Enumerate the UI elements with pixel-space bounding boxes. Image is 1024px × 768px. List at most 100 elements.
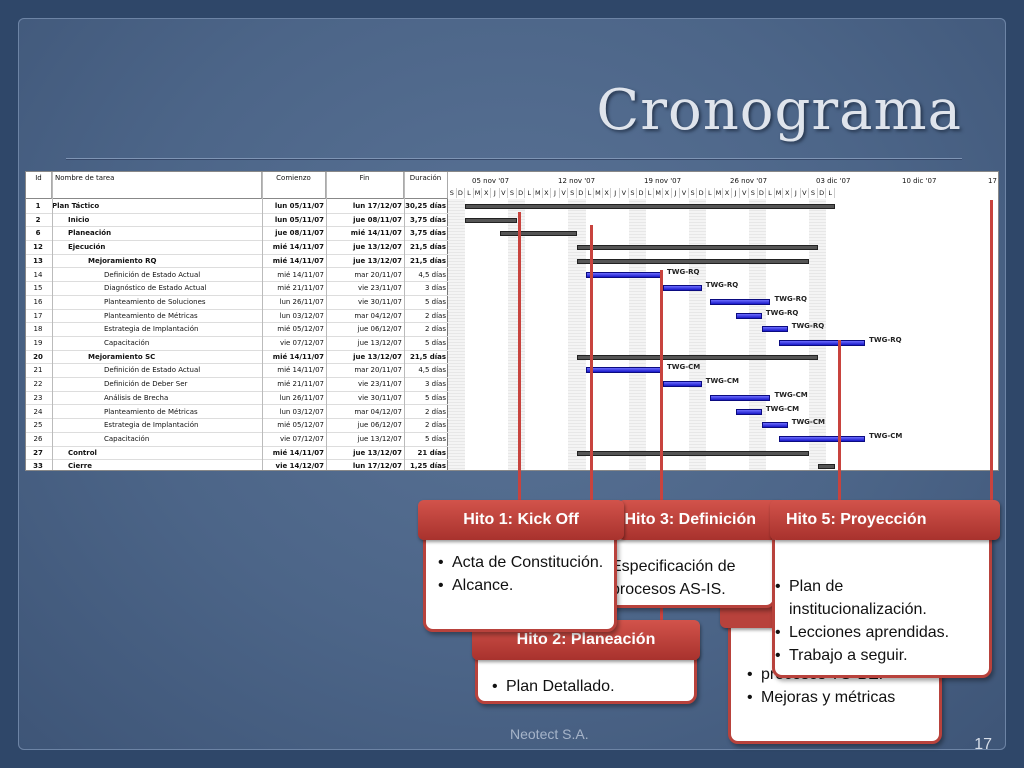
- bar-label: TWG-RQ: [869, 336, 902, 344]
- bar-label: TWG-CM: [869, 431, 903, 440]
- task-bar: [779, 340, 866, 346]
- weekend-shade: [568, 199, 586, 470]
- task-duration: 2 días: [424, 311, 446, 320]
- milestone-item: Plan Detallado.: [492, 675, 692, 698]
- day-label: J: [611, 188, 620, 198]
- task-start: lun 03/12/07: [279, 311, 324, 320]
- weekend-shade: [749, 199, 767, 470]
- task-id: 16: [33, 297, 43, 306]
- day-label: M: [534, 188, 543, 198]
- task-id: 12: [33, 243, 43, 252]
- bar-label: TWG-RQ: [765, 308, 799, 317]
- task-name: Plan Táctico: [52, 202, 100, 210]
- task-start: lun 26/11/07: [279, 297, 324, 306]
- day-label: M: [775, 188, 784, 198]
- task-start: lun 03/12/07: [279, 407, 324, 416]
- task-end: mar 20/11/07: [354, 366, 402, 375]
- task-start: mié 14/11/07: [272, 352, 324, 361]
- task-start: lun 05/11/07: [274, 202, 324, 210]
- task-end: jue 13/12/07: [353, 448, 402, 457]
- task-start: mié 14/11/07: [272, 243, 324, 252]
- task-end: vie 30/11/07: [357, 393, 402, 402]
- milestone-title-1: Hito 1: Kick Off: [418, 500, 624, 540]
- task-name: Capacitación: [104, 434, 150, 443]
- task-id: 21: [33, 366, 43, 375]
- task-name: Capacitación: [104, 339, 150, 347]
- task-duration: 3,75 días: [409, 215, 446, 224]
- bar-label: TWG-RQ: [667, 267, 700, 276]
- milestone-connector-line: [838, 340, 841, 515]
- title-rule: [66, 158, 962, 160]
- task-end: vie 30/11/07: [357, 297, 402, 306]
- week-label: 05 nov '07: [472, 177, 510, 185]
- day-label: X: [723, 188, 732, 198]
- task-id: 26: [33, 434, 43, 443]
- day-label: X: [482, 188, 491, 198]
- task-duration: 2 días: [424, 407, 446, 416]
- day-label: D: [697, 188, 706, 198]
- task-name: Ejecución: [68, 243, 106, 252]
- summary-bar: [577, 245, 818, 251]
- summary-bar: [577, 258, 810, 264]
- day-label: L: [826, 188, 835, 198]
- column-separator: [52, 172, 53, 470]
- task-start: mié 05/12/07: [277, 421, 324, 430]
- week-label: 19 nov '07: [644, 177, 682, 185]
- day-label: V: [620, 188, 629, 198]
- day-label: S: [508, 188, 517, 198]
- milestone-connector-line: [590, 225, 593, 625]
- task-end: vie 23/11/07: [357, 380, 402, 389]
- day-label: L: [646, 188, 655, 198]
- task-end: jue 13/12/07: [357, 339, 402, 347]
- summary-bar: [577, 354, 818, 360]
- task-id: 20: [33, 352, 43, 361]
- task-bar: [761, 326, 788, 333]
- task-end: jue 06/12/07: [357, 325, 402, 334]
- task-duration: 5 días: [424, 339, 446, 347]
- milestone-item: Plan de institucionalización.: [775, 575, 985, 621]
- task-duration: 4,5 días: [418, 366, 446, 375]
- task-duration: 3,75 días: [409, 229, 446, 238]
- task-start: lun 05/11/07: [274, 215, 324, 224]
- task-id: 1: [35, 202, 41, 210]
- slide-title: Cronograma: [596, 78, 962, 143]
- milestone-item: Acta de Constitución.: [438, 551, 614, 574]
- task-end: lun 17/12/07: [352, 462, 402, 471]
- task-id: 17: [33, 311, 43, 320]
- day-label: M: [474, 188, 483, 198]
- summary-bar: [817, 464, 835, 470]
- task-start: vie 07/12/07: [279, 339, 324, 347]
- task-id: 18: [33, 325, 43, 334]
- milestone-item: Mejoras y métricas: [747, 686, 943, 709]
- day-label: L: [465, 188, 474, 198]
- task-bar: [585, 367, 663, 374]
- task-start: mié 14/11/07: [272, 256, 324, 265]
- task-end: jue 06/12/07: [357, 421, 402, 430]
- task-name: Estrategia de Implantación: [104, 325, 199, 334]
- task-start: mié 14/11/07: [277, 270, 324, 279]
- task-end: vie 23/11/07: [357, 284, 402, 293]
- column-separator: [262, 172, 263, 470]
- header-start: Comienzo: [262, 172, 326, 199]
- task-start: mié 21/11/07: [277, 380, 324, 389]
- task-start: jue 08/11/07: [275, 229, 324, 238]
- task-bar: [585, 271, 663, 278]
- task-duration: 5 días: [424, 393, 446, 402]
- summary-bar: [577, 450, 810, 456]
- task-bar: [736, 408, 762, 415]
- day-label: M: [715, 188, 724, 198]
- task-name: Estrategia de Implantación: [104, 421, 199, 430]
- task-name: Inicio: [68, 215, 90, 224]
- day-label: S: [448, 188, 457, 198]
